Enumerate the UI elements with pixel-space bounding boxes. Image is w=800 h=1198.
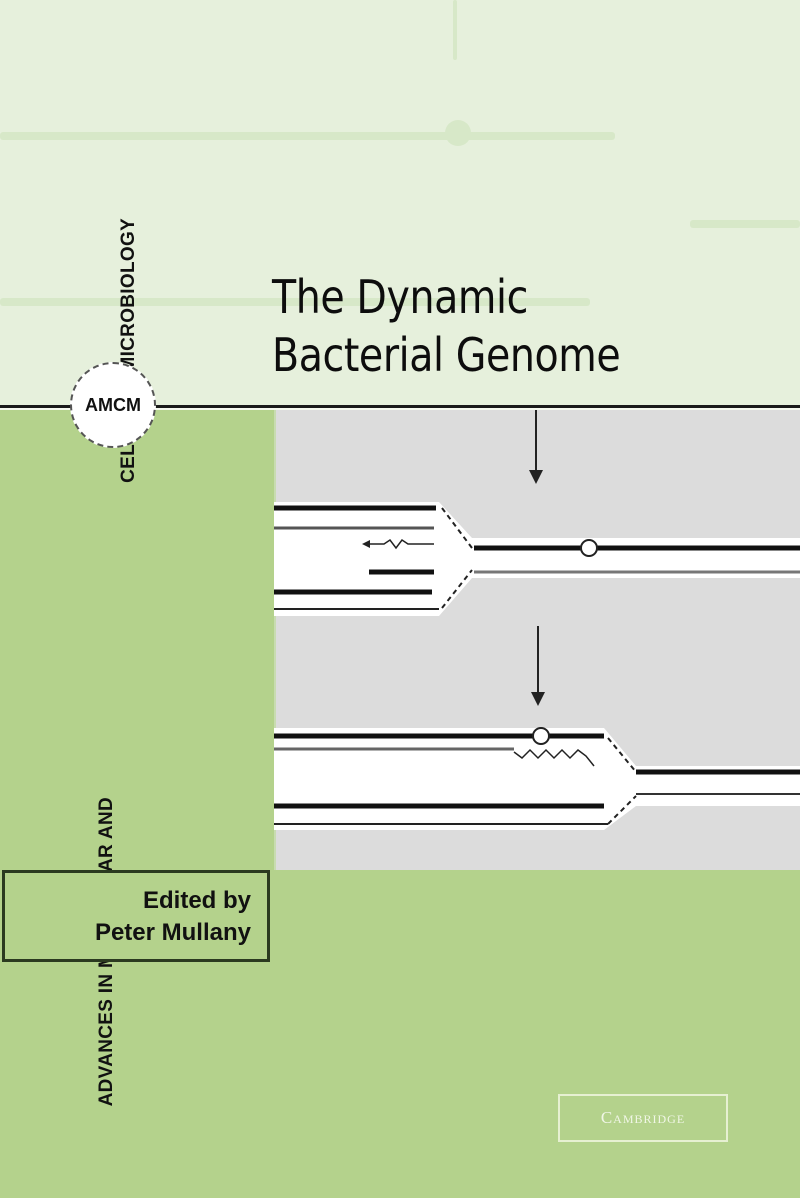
publisher-logo: Cambridge bbox=[558, 1094, 728, 1142]
series-title-bottom: ADVANCES IN MOLECULAR AND bbox=[96, 482, 118, 1106]
title-line-1: The Dynamic bbox=[272, 270, 528, 324]
title-line-2: Bacterial Genome bbox=[272, 328, 621, 382]
divider-highlight bbox=[0, 408, 800, 410]
divider-line bbox=[0, 405, 800, 408]
editor-box: Edited by Peter Mullany bbox=[2, 870, 270, 962]
series-badge: AMCM bbox=[70, 362, 156, 448]
ghost-circle bbox=[445, 120, 471, 146]
ghost-line bbox=[690, 220, 800, 228]
editor-name: Peter Mullany bbox=[94, 919, 251, 946]
edited-by-label: Edited by bbox=[142, 887, 251, 914]
ghost-line bbox=[0, 298, 590, 306]
book-title: The Dynamic Bacterial Genome bbox=[272, 268, 621, 384]
ghost-line bbox=[0, 132, 615, 140]
ghost-arrow bbox=[453, 0, 457, 60]
dna-replication-diagram bbox=[274, 410, 800, 830]
cover-top-area bbox=[0, 0, 800, 406]
green-side-panel bbox=[0, 410, 272, 870]
